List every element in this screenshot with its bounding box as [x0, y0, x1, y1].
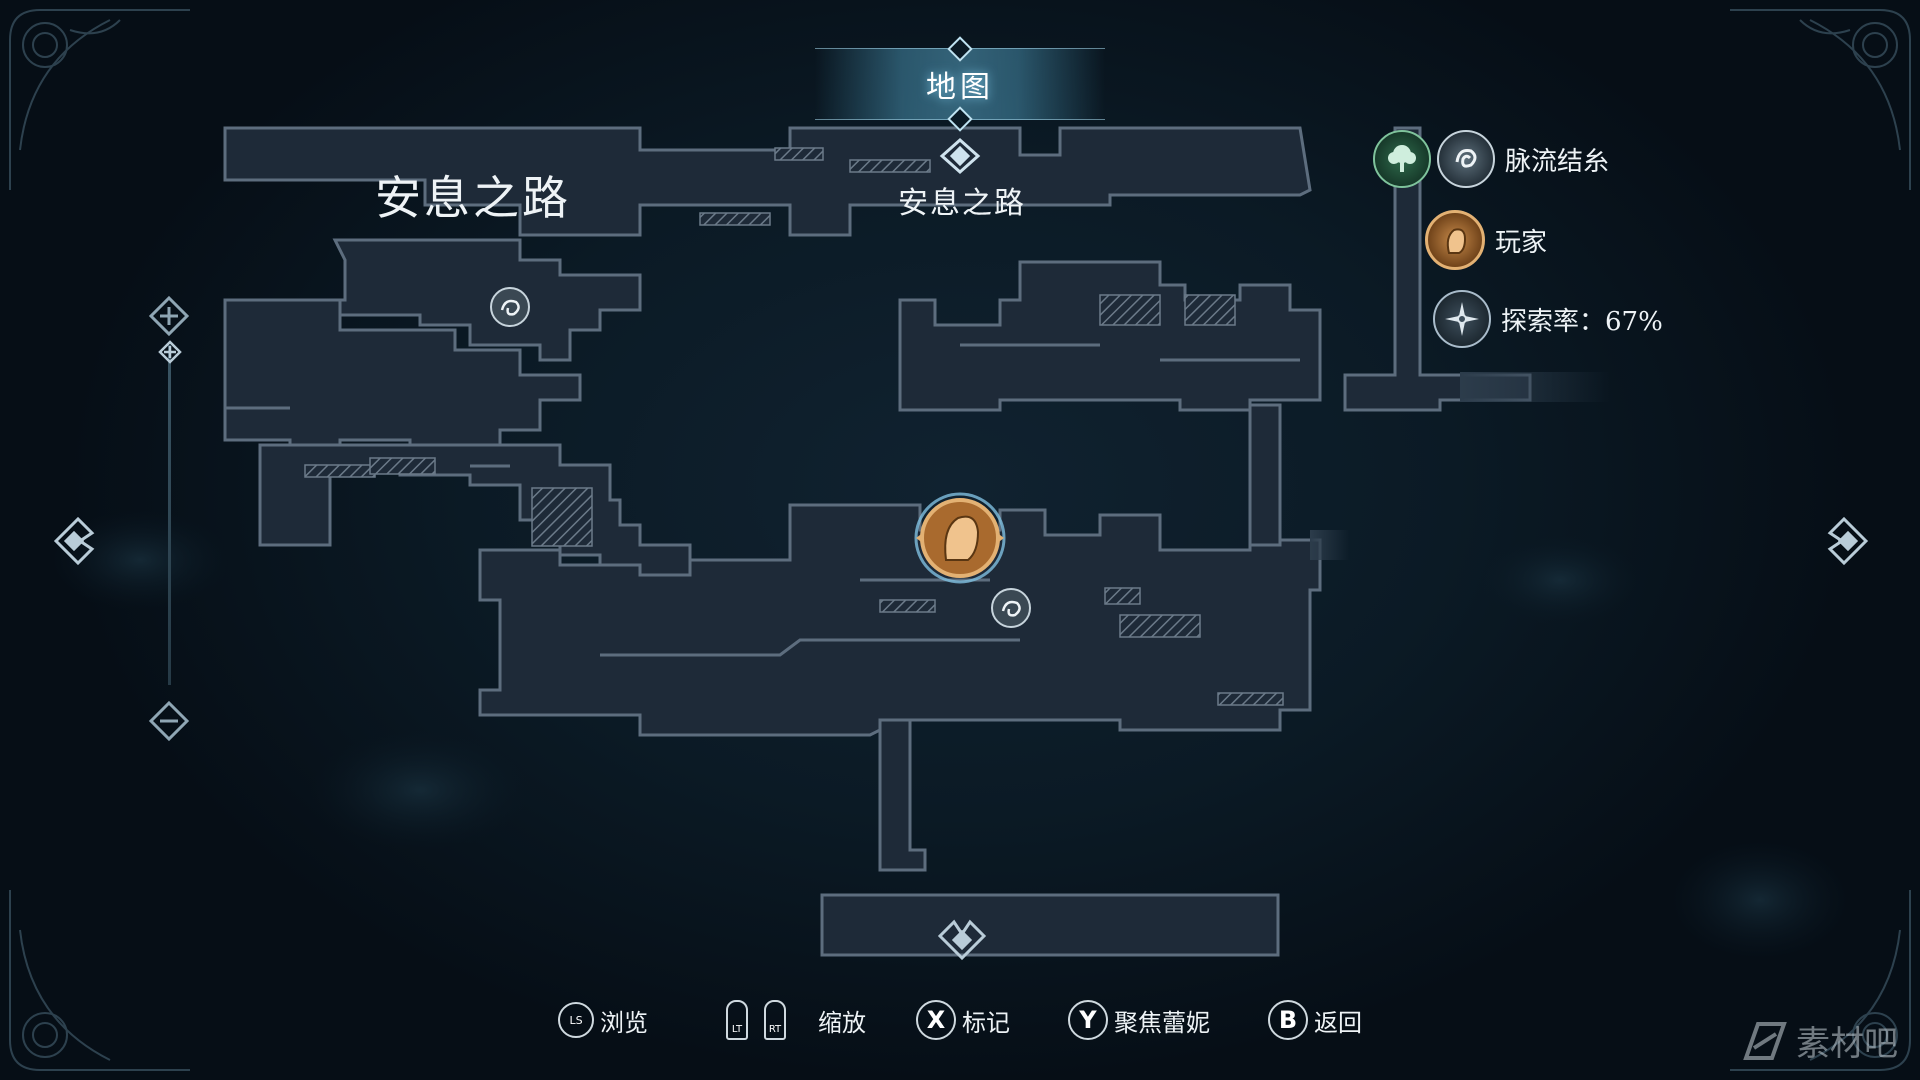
control-back[interactable]: B 返回 [1268, 995, 1362, 1045]
area-name-label: 安息之路 [898, 186, 1026, 221]
control-label: 返回 [1314, 1008, 1362, 1037]
hatched-area [849, 159, 931, 173]
control-focus[interactable]: Y 聚焦蕾妮 [1068, 995, 1210, 1045]
save-point-marker[interactable] [991, 588, 1031, 628]
legend-item-vein-node: 脉流结糸 [1373, 130, 1609, 188]
b-button-icon: B [1268, 1000, 1308, 1040]
controls-bar: LS 浏览 LT RT 缩放 X 标记 Y 聚焦蕾妮 B 返回 [0, 995, 1920, 1045]
area-name-heading: 安息之路 [375, 171, 571, 225]
hatched-area [1104, 587, 1141, 605]
control-zoom[interactable]: LT RT 缩放 [726, 995, 866, 1045]
hatched-area [1099, 294, 1161, 326]
control-mark[interactable]: X 标记 [916, 995, 1010, 1045]
fog-patch [1670, 840, 1850, 960]
hatched-area [369, 457, 436, 475]
zoom-in-button[interactable] [148, 295, 190, 341]
control-label: 标记 [962, 1008, 1010, 1037]
control-browse[interactable]: LS 浏览 [558, 995, 648, 1045]
y-button-icon: Y [1068, 1000, 1108, 1040]
nav-down-arrow-icon[interactable] [932, 918, 992, 966]
watermark-text: 素材吧 [1796, 1024, 1898, 1064]
control-label: 浏览 [600, 1008, 648, 1037]
hatched-area [1217, 692, 1284, 706]
hatched-area [1184, 294, 1236, 326]
map-room-faded [1310, 530, 1350, 560]
legend-item-exploration-rate: 探索率：67% [1433, 290, 1663, 348]
legend-label: 脉流结糸 [1505, 146, 1610, 177]
corner-ornament-bottom-left [0, 880, 200, 1080]
nav-left-arrow-icon[interactable] [52, 510, 98, 576]
control-label: 缩放 [818, 1008, 866, 1037]
map-wall [600, 638, 1020, 657]
corner-ornament-bottom-right [1720, 880, 1920, 1080]
rt-trigger-icon: RT [764, 1000, 786, 1040]
fog-patch [310, 730, 530, 850]
tree-icon [1373, 130, 1431, 188]
zoom-out-button[interactable] [148, 700, 190, 746]
map-title-banner: 地图 [815, 36, 1105, 132]
zoom-slider-track[interactable] [168, 345, 171, 685]
map-room [898, 260, 1322, 412]
corner-ornament-top-left [0, 0, 200, 200]
hatched-area [699, 212, 771, 226]
hatched-area [531, 487, 593, 547]
map-hatched-areas [304, 147, 1284, 706]
map-room [878, 718, 927, 872]
watermark-logo-icon [1743, 1021, 1787, 1060]
compass-icon [1433, 290, 1491, 348]
map-room [1248, 403, 1282, 547]
x-button-icon: X [916, 1000, 956, 1040]
legend-label: 玩家 [1495, 227, 1548, 258]
map-rooms [223, 126, 1532, 957]
lt-trigger-icon: LT [726, 1000, 748, 1040]
swirl-icon [1437, 130, 1495, 188]
legend-item-player: 玩家 [1425, 210, 1547, 270]
map-room [223, 126, 1312, 237]
map-room-faded [1460, 372, 1610, 402]
hatched-area [879, 599, 936, 613]
player-icon [1425, 210, 1485, 270]
save-point-marker[interactable] [490, 287, 530, 327]
player-marker[interactable] [914, 492, 1006, 584]
fog-patch [1480, 535, 1640, 625]
corner-ornament-top-right [1720, 0, 1920, 200]
nav-right-arrow-icon[interactable] [1824, 510, 1870, 576]
left-stick-icon: LS [558, 1002, 594, 1038]
watermark: 素材吧 [1740, 1016, 1898, 1065]
hatched-area [774, 147, 824, 161]
control-label: 聚焦蕾妮 [1114, 1008, 1210, 1037]
hatched-area [304, 464, 376, 478]
page-title: 地图 [926, 70, 994, 105]
map-room [820, 893, 1280, 957]
zoom-slider-thumb[interactable] [158, 340, 182, 368]
area-marker-icon [938, 136, 982, 180]
fog-patch [50, 510, 230, 610]
hatched-area [1119, 614, 1201, 638]
exploration-rate-label: 探索率：67% [1501, 306, 1663, 337]
